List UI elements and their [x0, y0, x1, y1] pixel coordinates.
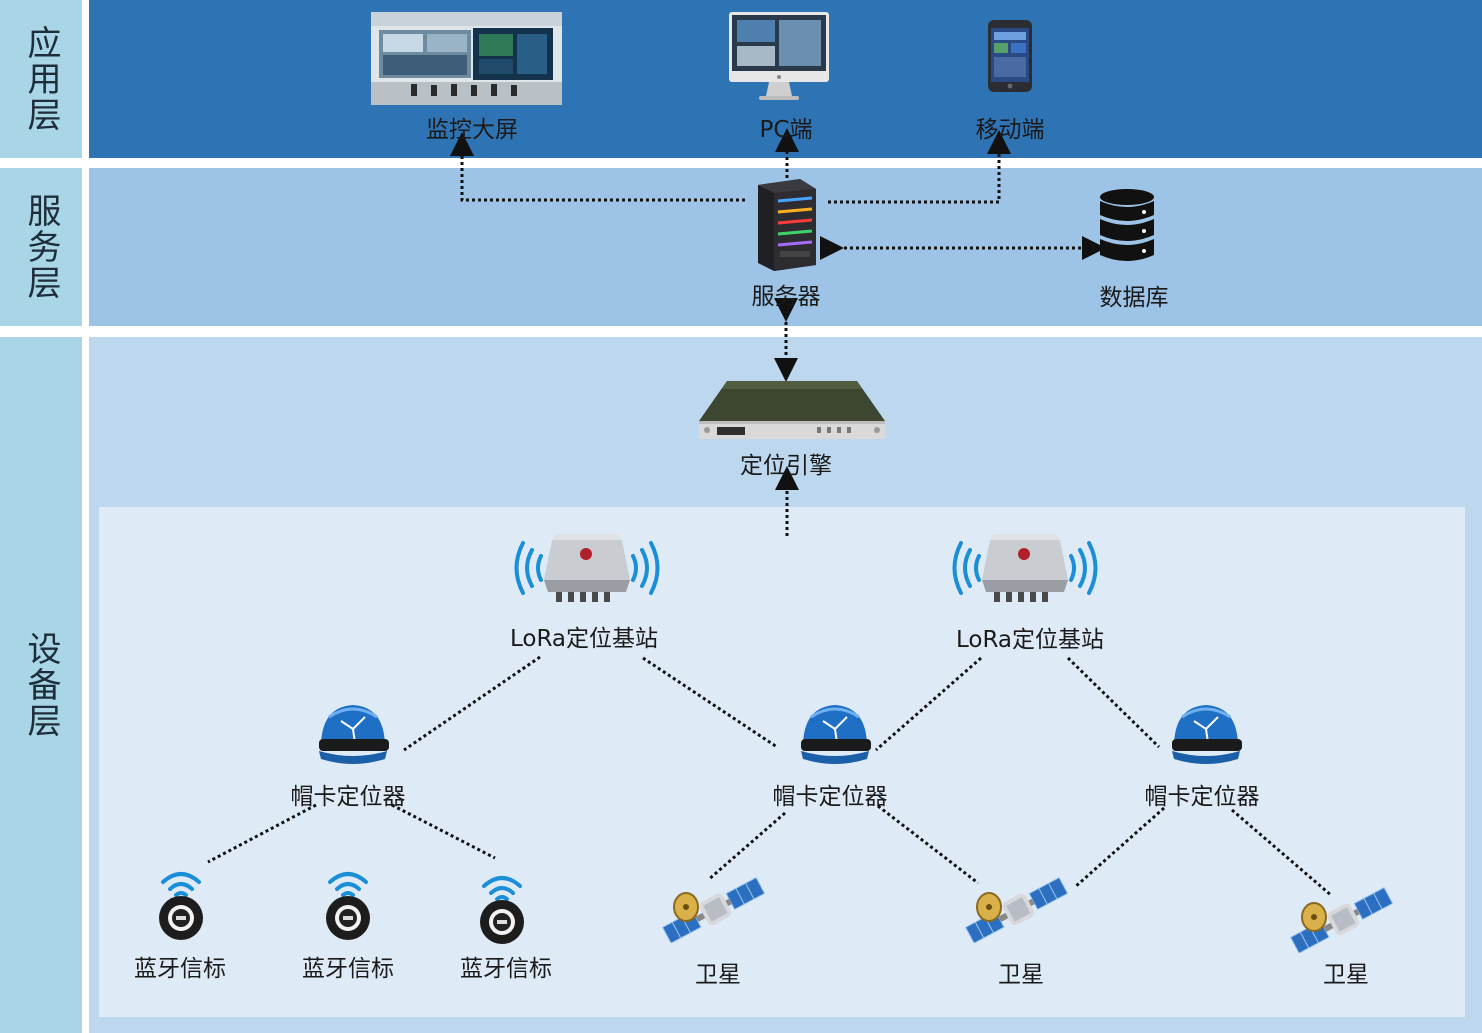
link-lora1-helmet1: [403, 655, 541, 752]
sat-1-label: 卫星: [695, 962, 741, 988]
service-layer-text: 服务层: [21, 193, 61, 301]
app-layer-label: 应用层: [0, 0, 82, 158]
helmet-1-label: 帽卡定位器: [290, 784, 406, 810]
database-label: 数据库: [1099, 285, 1169, 311]
database-icon: [1100, 189, 1154, 261]
positioning-engine-icon: [699, 381, 885, 439]
link-helmet1-beacon3: [391, 803, 496, 860]
link-helmet1-beacon1: [207, 803, 317, 864]
sat-3-label: 卫星: [1323, 962, 1369, 988]
link-helmet2-sat1: [707, 811, 786, 882]
helmet-tag-icon: [801, 705, 871, 764]
beacon-2-label: 蓝牙信标: [302, 956, 394, 982]
helmet-tag-icon: [319, 705, 389, 764]
beacon-1-label: 蓝牙信标: [134, 956, 226, 982]
sat-2-label: 卫星: [998, 962, 1044, 988]
satellite-icon: [964, 876, 1069, 943]
pc-label: PC端: [759, 117, 813, 143]
satellite-icon: [661, 876, 766, 943]
bluetooth-beacon-icon: [326, 872, 370, 940]
pc-monitor-icon: [729, 12, 829, 100]
beacon-3-label: 蓝牙信标: [460, 956, 552, 982]
satellite-icon: [1289, 886, 1394, 953]
monitor-screen-label: 监控大屏: [426, 117, 518, 143]
service-layer-label: 服务层: [0, 168, 82, 326]
link-lora1-helmet2: [642, 656, 778, 749]
server-icon: [758, 179, 816, 271]
bluetooth-beacon-icon: [480, 876, 524, 944]
device-layer-label: 设备层: [0, 337, 82, 1033]
lora-1-label: LoRa定位基站: [509, 626, 659, 652]
lora-base-station-icon: [514, 534, 660, 602]
mobile-phone-icon: [988, 20, 1032, 92]
link-server-mobile: [828, 130, 1011, 204]
device-layer-text: 设备层: [21, 631, 61, 739]
device-inner-panel: [99, 507, 1465, 1017]
link-server-monitor: [450, 132, 745, 202]
video-wall-icon: [371, 12, 562, 105]
mobile-label: 移动端: [975, 117, 1045, 143]
link-helmet3-sat3: [1231, 808, 1333, 898]
link-lora2-helmet3: [1066, 656, 1161, 749]
bluetooth-beacon-icon: [159, 872, 203, 940]
lora-2-label: LoRa定位基站: [955, 627, 1105, 653]
link-helmet2-sat2: [877, 804, 979, 885]
helmet-tag-icon: [1172, 705, 1242, 764]
engine-label: 定位引擎: [740, 453, 832, 479]
app-layer-text: 应用层: [21, 25, 61, 133]
lora-base-station-icon: [952, 534, 1098, 602]
link-lora2-helmet2: [875, 656, 982, 752]
helmet-2-label: 帽卡定位器: [772, 784, 888, 810]
server-label: 服务器: [751, 284, 821, 310]
helmet-3-label: 帽卡定位器: [1144, 784, 1260, 810]
link-helmet3-sat2: [1074, 806, 1165, 889]
